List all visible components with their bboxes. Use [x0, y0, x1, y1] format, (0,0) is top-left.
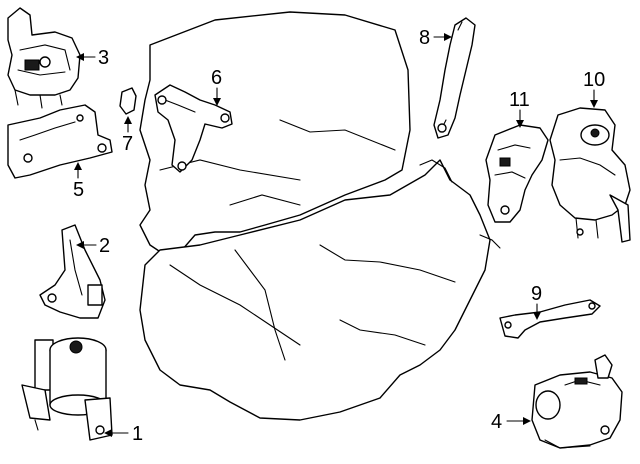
callout-6: 6: [211, 67, 222, 106]
engine-rib-line: [229, 194, 301, 206]
callout-number-5: 5: [73, 179, 84, 201]
transmission-line-2: [234, 249, 286, 361]
part-8-torque-rod: [433, 17, 476, 139]
callout-8: 8: [419, 27, 452, 49]
callout-number-3: 3: [98, 47, 109, 69]
callout-2: 2: [76, 235, 110, 257]
transmission-line-1: [169, 264, 301, 346]
callout-4: 4: [491, 411, 531, 433]
callout-11: 11: [509, 89, 530, 128]
part-11-mount-bracket: [485, 124, 549, 223]
engine-block: [139, 11, 411, 256]
callout-number-8: 8: [419, 27, 430, 49]
callout-number-9: 9: [531, 283, 542, 305]
transmission-line-4: [339, 319, 426, 346]
transmission-line-3: [319, 244, 456, 283]
engine-head-line: [279, 119, 396, 151]
part-10-engine-mount: [549, 107, 631, 243]
callout-3: 3: [76, 47, 109, 69]
part-5-mount-bracket: [7, 104, 113, 179]
callout-5: 5: [73, 162, 84, 201]
callout-10: 10: [583, 69, 605, 108]
callout-7: 7: [122, 116, 133, 155]
callout-number-4: 4: [491, 411, 502, 433]
engine-assembly: [139, 11, 501, 421]
callout-number-10: 10: [583, 69, 605, 91]
part-9-bracket: [499, 299, 601, 339]
callout-number-6: 6: [211, 67, 222, 89]
part-4-engine-mount: [531, 354, 623, 449]
transmission-housing: [139, 159, 491, 421]
transmission-flange: [419, 159, 453, 183]
part-1-engine-mount: [21, 337, 113, 441]
callout-number-2: 2: [99, 235, 110, 257]
callout-number-11: 11: [509, 89, 530, 111]
callout-number-1: 1: [132, 423, 143, 445]
callout-9: 9: [531, 283, 542, 320]
part-2-bracket: [39, 224, 106, 319]
transmission-stub: [479, 234, 501, 249]
part-3-engine-mount: [7, 7, 81, 109]
part-6-bracket: [154, 84, 233, 173]
callout-1: 1: [104, 423, 143, 445]
callout-number-7: 7: [122, 133, 133, 155]
part-7-clip: [119, 87, 137, 115]
